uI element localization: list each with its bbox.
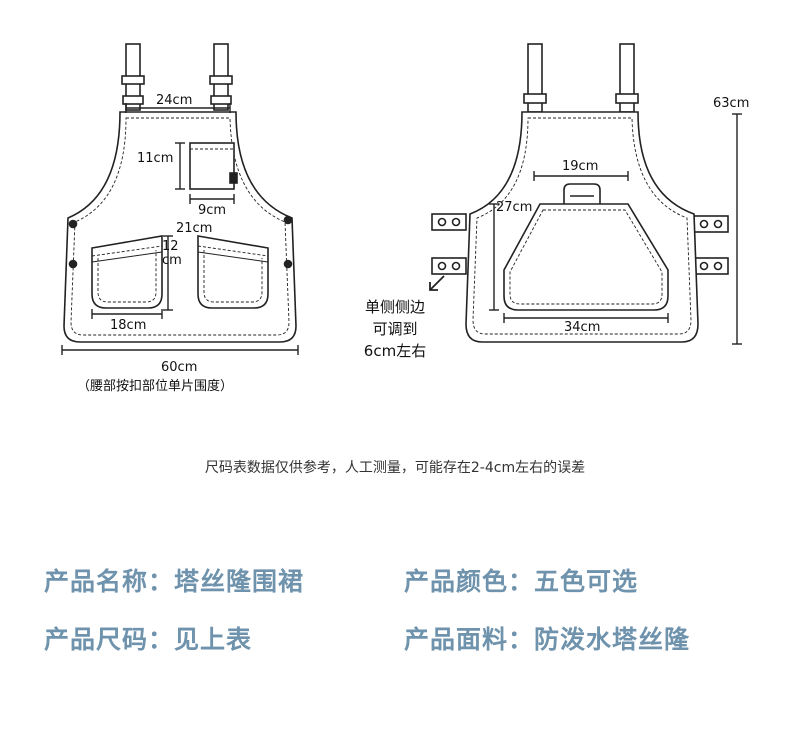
product-size: 产品尺码：见上表: [44, 625, 253, 654]
front-top-width-label: 24cm: [156, 93, 192, 108]
back-panel-width-label: 34cm: [564, 320, 600, 335]
back-panel-pocket: [503, 203, 669, 311]
back-left-tab-upper: [431, 213, 467, 231]
front-total-width-label: 60cm: [161, 360, 197, 375]
side-note-line: 6cm左右: [363, 342, 427, 360]
front-apron: [63, 43, 297, 343]
front-lower-pocket-height-label-a: 12: [162, 239, 179, 254]
front-lower-pocket-height-label-b: cm: [162, 253, 182, 268]
front-lower-left-pocket: [91, 235, 163, 309]
back-right-tab-upper: [693, 215, 729, 233]
back-right-tab-lower: [693, 257, 729, 275]
front-pocket-height-label: 11cm: [137, 151, 173, 166]
side-adjust-note: 单侧侧边 可调到 6cm左右: [350, 296, 440, 362]
front-pocket-width-label: 9cm: [198, 203, 226, 218]
back-total-height-label: 63cm: [713, 96, 749, 111]
front-lower-pocket-width-label: 21cm: [176, 221, 212, 236]
side-note-line: 单侧侧边: [364, 298, 425, 316]
product-name: 产品名称：塔丝隆围裙: [44, 567, 305, 596]
front-left-buckle: [121, 75, 145, 85]
side-note-arrow: [429, 275, 445, 291]
back-handle: [563, 183, 601, 204]
back-apron: [431, 43, 729, 343]
back-dimension-lines: [489, 113, 742, 345]
side-note-line: 可调到: [372, 320, 418, 338]
front-total-width-note: （腰部按扣部位单片围度）: [77, 378, 233, 394]
front-right-buckle: [209, 75, 233, 85]
product-fabric: 产品面料：防泼水塔丝隆: [404, 625, 691, 654]
front-upper-pocket: [189, 142, 235, 190]
size-disclaimer: 尺码表数据仅供参考，人工测量，可能存在2-4cm左右的误差: [204, 460, 586, 476]
back-panel-height-label: 27cm: [496, 200, 532, 215]
front-stitching: [70, 117, 290, 336]
product-color: 产品颜色：五色可选: [404, 567, 639, 596]
front-bottom-pocket-width-label: 18cm: [110, 318, 146, 333]
front-dimension-lines: [61, 103, 299, 355]
back-stitching: [472, 117, 692, 335]
back-handle-width-label: 19cm: [562, 159, 598, 174]
back-left-tab-lower: [431, 257, 467, 275]
front-lower-right-pocket: [197, 235, 269, 309]
